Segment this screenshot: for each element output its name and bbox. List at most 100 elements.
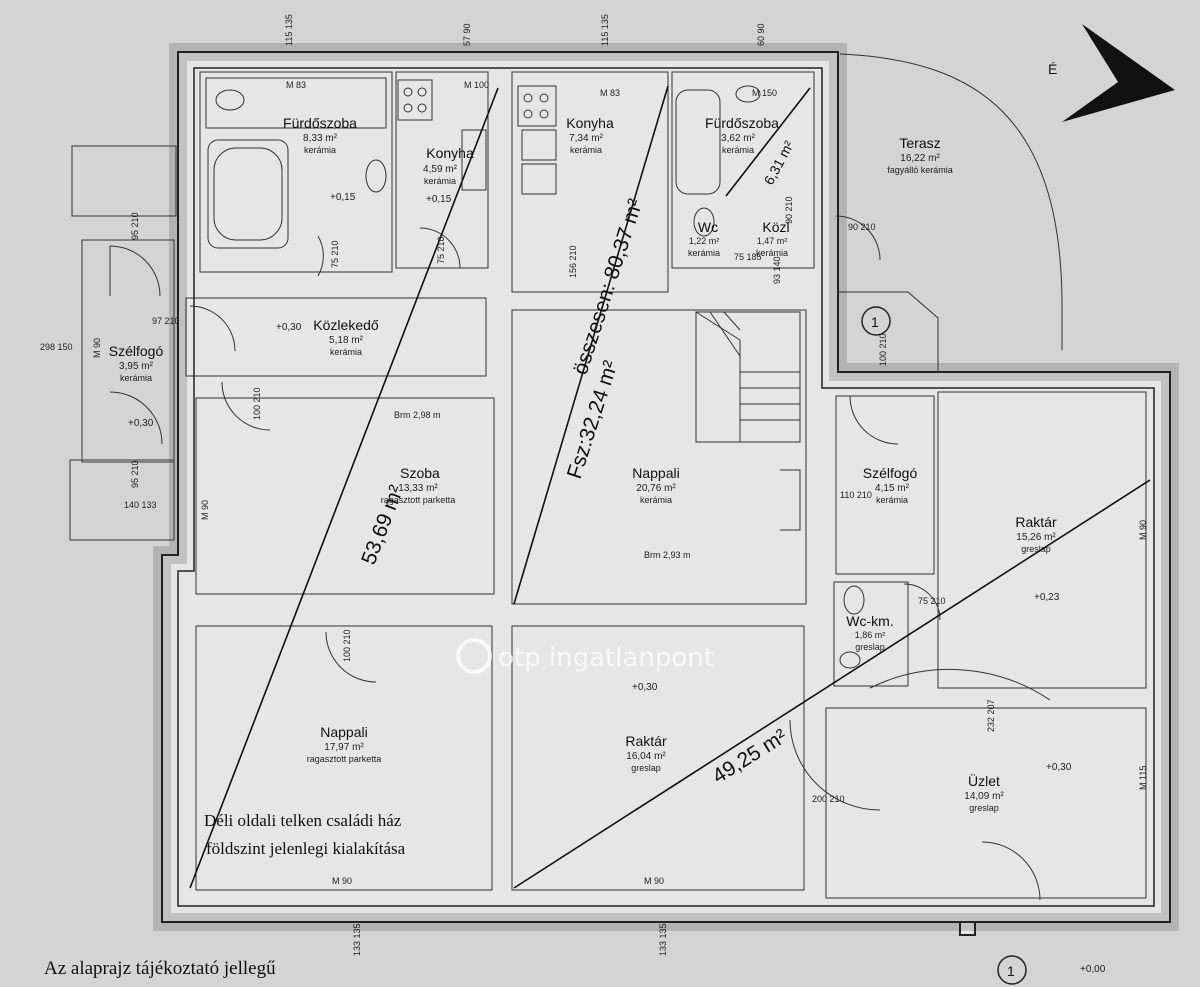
room-szoba: Brm 2,98 m Szoba 13,33 m² ragasztott par…	[381, 410, 456, 505]
room-uzlet: +0,30 Üzlet 14,09 m² greslap	[964, 762, 1071, 813]
watermark: otp ingatlanpont	[456, 638, 714, 674]
dim-label: M 90	[332, 876, 352, 886]
room-name: Fürdőszoba	[705, 115, 779, 131]
room-area: 1,22 m²	[689, 236, 720, 246]
dim-label: M 90	[644, 876, 664, 886]
room-floor: greslap	[631, 763, 661, 773]
area-diagonals	[189, 85, 1151, 889]
dim-label: 115 135	[284, 14, 294, 46]
level-mark: +0,30	[1046, 762, 1072, 773]
room-floor: ragasztott parketta	[381, 495, 456, 505]
room-floor: kerámia	[570, 145, 602, 155]
dim-label: 97 210	[152, 316, 180, 326]
room-floor: kerámia	[424, 176, 456, 186]
dim-label: 100 210	[252, 387, 262, 420]
level-mark: +0,30	[632, 682, 658, 693]
room-name: Közlekedő	[313, 317, 379, 333]
stove-2	[517, 85, 557, 127]
level-mark: +0,30	[276, 322, 302, 333]
room-floor: greslap	[1021, 544, 1051, 554]
dimension-labels: 115 135 57 90 115 135 60 90 M 83 M 100 M…	[40, 14, 1148, 985]
room-area: 16,04 m²	[626, 751, 666, 762]
room-name: Konyha	[566, 115, 614, 131]
dim-label: M 83	[286, 80, 306, 90]
dim-label: M 150	[752, 88, 777, 98]
room-height: Brm 2,98 m	[394, 410, 441, 420]
level-mark: +0,30	[128, 418, 154, 429]
room-konyha-2: Konyha 7,34 m² kerámia	[566, 115, 614, 155]
room-area: 20,76 m²	[636, 483, 676, 494]
room-nappali-1: Nappali 20,76 m² kerámia Brm 2,93 m	[632, 465, 690, 560]
dim-label: M 83	[600, 88, 620, 98]
room-name: Üzlet	[968, 772, 1000, 789]
watermark-text: otp ingatlanpont	[498, 643, 714, 673]
room-name: Szélfogó	[109, 343, 164, 359]
room-name: Közl	[762, 219, 789, 235]
room-floor: kerámia	[688, 248, 720, 258]
room-floor: kerámia	[304, 145, 336, 155]
dim-label: 100 210	[342, 629, 352, 662]
dim-label: 95 210	[130, 212, 140, 240]
toilet-1	[215, 89, 245, 111]
room-konyha-1: Konyha 4,59 m² kerámia +0,15	[423, 145, 474, 205]
dim-label: 232 207	[986, 699, 996, 732]
room-name: Wc	[698, 219, 718, 235]
level-mark: +0,00	[1080, 964, 1106, 975]
room-name: Nappali	[320, 724, 367, 740]
room-floor: fagyálló kerámia	[887, 165, 953, 175]
room-floor: kerámia	[330, 347, 362, 357]
room-kozl: Közl 1,47 m² kerámia	[756, 219, 790, 258]
north-arrow-icon: É	[1048, 24, 1175, 122]
room-area: 8,33 m²	[303, 133, 338, 144]
level-mark: +0,15	[426, 194, 452, 205]
room-szelfogo-1: Szélfogó 3,95 m² kerámia +0,30	[109, 343, 164, 429]
room-area: 3,62 m²	[721, 133, 756, 144]
caption-bottom: Az alaprajz tájékoztató jellegű	[44, 958, 276, 979]
room-szelfogo-2: Szélfogó 4,15 m² kerámia	[863, 465, 918, 505]
dim-label: 200 210	[812, 794, 845, 804]
room-area: 15,26 m²	[1016, 532, 1056, 543]
room-kozlekedo: Közlekedő 5,18 m² kerámia +0,30	[276, 317, 379, 357]
room-raktar-2: +0,30 Raktár 16,04 m² greslap	[625, 682, 667, 773]
bathtub	[207, 139, 289, 249]
dim-label: 60 90	[756, 23, 766, 46]
room-area: 17,97 m²	[324, 742, 364, 753]
room-area: 1,47 m²	[757, 236, 788, 246]
room-name: Raktár	[625, 733, 667, 749]
compass-label: É	[1048, 61, 1057, 77]
dim-label: M 115	[1138, 766, 1148, 790]
room-area: 7,34 m²	[569, 133, 604, 144]
dim-label: 90 210	[848, 222, 876, 232]
room-name: Raktár	[1015, 514, 1057, 530]
sink-1	[461, 129, 487, 191]
room-furdoszoba-1: Fürdőszoba 8,33 m² kerámia +0,15	[283, 115, 357, 203]
room-wc: Wc 1,22 m² kerámia	[688, 219, 720, 258]
caption-line1: Déli oldali telken családi ház	[204, 811, 402, 830]
dim-label: M 90	[200, 500, 210, 520]
bathtub-2	[675, 89, 721, 195]
dim-label: 133 135	[658, 923, 668, 956]
room-area: 14,09 m²	[964, 791, 1004, 802]
dim-label: 115 135	[600, 14, 610, 46]
toilet-3	[843, 585, 865, 615]
room-nappali-2: Nappali 17,97 m² ragasztott parketta	[307, 724, 382, 764]
room-furdoszoba-2: Fürdőszoba 3,62 m² kerámia	[705, 115, 779, 155]
dim-label: M 90	[92, 338, 102, 358]
room-terasz: Terasz 16,22 m² fagyálló kerámia	[887, 135, 953, 175]
room-name: Szélfogó	[863, 465, 918, 481]
room-area: 13,33 m²	[398, 483, 438, 494]
room-height: Brm 2,93 m	[644, 550, 691, 560]
room-area: 1,86 m²	[855, 630, 886, 640]
room-area: 5,18 m²	[329, 335, 364, 346]
dim-label: 140 133	[124, 500, 157, 510]
dim-label: 95 210	[130, 460, 140, 488]
room-floor: kerámia	[640, 495, 672, 505]
dim-label: 110 210	[840, 490, 872, 500]
dim-label: 75 185	[734, 252, 762, 262]
room-name: Szoba	[400, 465, 440, 481]
dim-label: 156 210	[568, 245, 578, 278]
room-floor: ragasztott parketta	[307, 754, 382, 764]
dim-label: M 100	[464, 80, 489, 90]
washbasin-1	[365, 159, 387, 193]
